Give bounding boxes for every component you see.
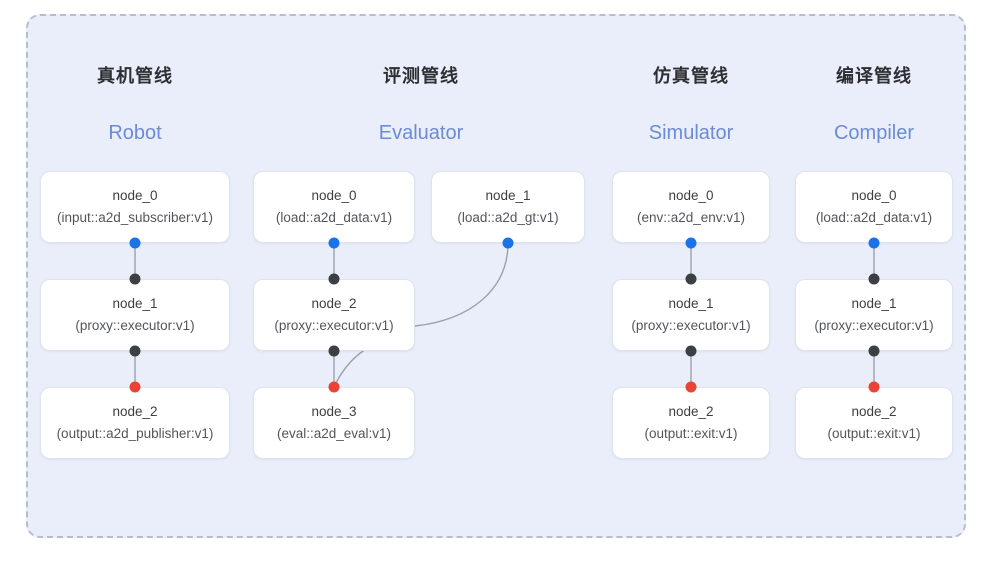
- node-box-compiler-node_1[interactable]: node_1(proxy::executor:v1): [795, 279, 953, 351]
- node-name-label: node_1: [851, 296, 897, 311]
- node-name-label: node_2: [668, 404, 714, 419]
- node-type-label: (proxy::executor:v1): [274, 318, 394, 333]
- port-dot-comp-node2-in[interactable]: [868, 381, 880, 393]
- node-box-robot-node_2[interactable]: node_2(output::a2d_publisher:v1): [40, 387, 230, 459]
- node-type-label: (proxy::executor:v1): [814, 318, 934, 333]
- node-type-label: (load::a2d_data:v1): [815, 210, 933, 225]
- port-dot-robot-node1-in[interactable]: [129, 273, 141, 285]
- node-type-label: (output::exit:v1): [644, 426, 738, 441]
- node-name-label: node_0: [851, 188, 897, 203]
- port-dot-comp-node0-out[interactable]: [868, 237, 880, 249]
- port-dot-eval-node2-in[interactable]: [328, 273, 340, 285]
- column-title-cn-simulator: 仿真管线: [652, 66, 729, 86]
- port-dot-comp-node1-out[interactable]: [868, 345, 880, 357]
- column-header-simulator: 仿真管线 Simulator: [649, 64, 733, 146]
- node-type-label: (proxy::executor:v1): [631, 318, 751, 333]
- node-box-evaluator-node_0[interactable]: node_0(load::a2d_data:v1): [253, 171, 415, 243]
- port-dot-sim-node1-out[interactable]: [685, 345, 697, 357]
- port-dot-eval-node1-out[interactable]: [502, 237, 514, 249]
- column-title-en-evaluator: Evaluator: [378, 122, 464, 144]
- node-box-compiler-node_2[interactable]: node_2(output::exit:v1): [795, 387, 953, 459]
- node-name-label: node_2: [851, 404, 897, 419]
- port-dot-eval-node3-in[interactable]: [328, 381, 340, 393]
- column-header-compiler: 编译管线 Compiler: [834, 64, 914, 146]
- node-name-label: node_2: [112, 404, 158, 419]
- port-dot-robot-node0-out[interactable]: [129, 237, 141, 249]
- port-dot-sim-node1-in[interactable]: [685, 273, 697, 285]
- node-box-compiler-node_0[interactable]: node_0(load::a2d_data:v1): [795, 171, 953, 243]
- node-type-label: (env::a2d_env:v1): [636, 210, 746, 225]
- column-title-cn-compiler: 编译管线: [836, 66, 912, 86]
- node-name-label: node_3: [311, 404, 357, 419]
- node-box-evaluator-node_1[interactable]: node_1(load::a2d_gt:v1): [431, 171, 585, 243]
- port-dot-robot-node1-out[interactable]: [129, 345, 141, 357]
- column-title-en-compiler: Compiler: [833, 122, 915, 144]
- port-dot-eval-node2-out[interactable]: [328, 345, 340, 357]
- node-name-label: node_0: [311, 188, 357, 203]
- node-type-label: (output::a2d_publisher:v1): [56, 426, 214, 441]
- node-type-label: (load::a2d_gt:v1): [457, 210, 559, 225]
- node-name-label: node_1: [485, 188, 531, 203]
- node-name-label: node_2: [311, 296, 357, 311]
- port-dot-eval-node0-out[interactable]: [328, 237, 340, 249]
- node-type-label: (input::a2d_subscriber:v1): [56, 210, 214, 225]
- port-dot-sim-node0-out[interactable]: [685, 237, 697, 249]
- node-type-label: (proxy::executor:v1): [75, 318, 195, 333]
- column-title-en-simulator: Simulator: [648, 122, 734, 144]
- node-name-label: node_1: [668, 296, 714, 311]
- node-name-label: node_1: [112, 296, 158, 311]
- node-type-label: (output::exit:v1): [827, 426, 921, 441]
- node-box-robot-node_1[interactable]: node_1(proxy::executor:v1): [40, 279, 230, 351]
- node-box-simulator-node_2[interactable]: node_2(output::exit:v1): [612, 387, 770, 459]
- column-title-cn-robot: 真机管线: [97, 66, 173, 86]
- port-dot-robot-node2-in[interactable]: [129, 381, 141, 393]
- column-header-robot: 真机管线 Robot: [97, 64, 173, 146]
- port-dot-sim-node2-in[interactable]: [685, 381, 697, 393]
- column-header-evaluator: 评测管线 Evaluator: [379, 64, 464, 146]
- node-type-label: (load::a2d_data:v1): [275, 210, 393, 225]
- column-title-cn-evaluator: 评测管线: [383, 66, 459, 86]
- column-title-en-robot: Robot: [108, 122, 162, 144]
- node-box-evaluator-node_3[interactable]: node_3(eval::a2d_eval:v1): [253, 387, 415, 459]
- node-box-evaluator-node_2[interactable]: node_2(proxy::executor:v1): [253, 279, 415, 351]
- node-box-simulator-node_1[interactable]: node_1(proxy::executor:v1): [612, 279, 770, 351]
- node-name-label: node_0: [668, 188, 714, 203]
- node-type-label: (eval::a2d_eval:v1): [276, 426, 392, 441]
- node-name-label: node_0: [112, 188, 158, 203]
- node-box-robot-node_0[interactable]: node_0(input::a2d_subscriber:v1): [40, 171, 230, 243]
- node-box-simulator-node_0[interactable]: node_0(env::a2d_env:v1): [612, 171, 770, 243]
- port-dot-comp-node1-in[interactable]: [868, 273, 880, 285]
